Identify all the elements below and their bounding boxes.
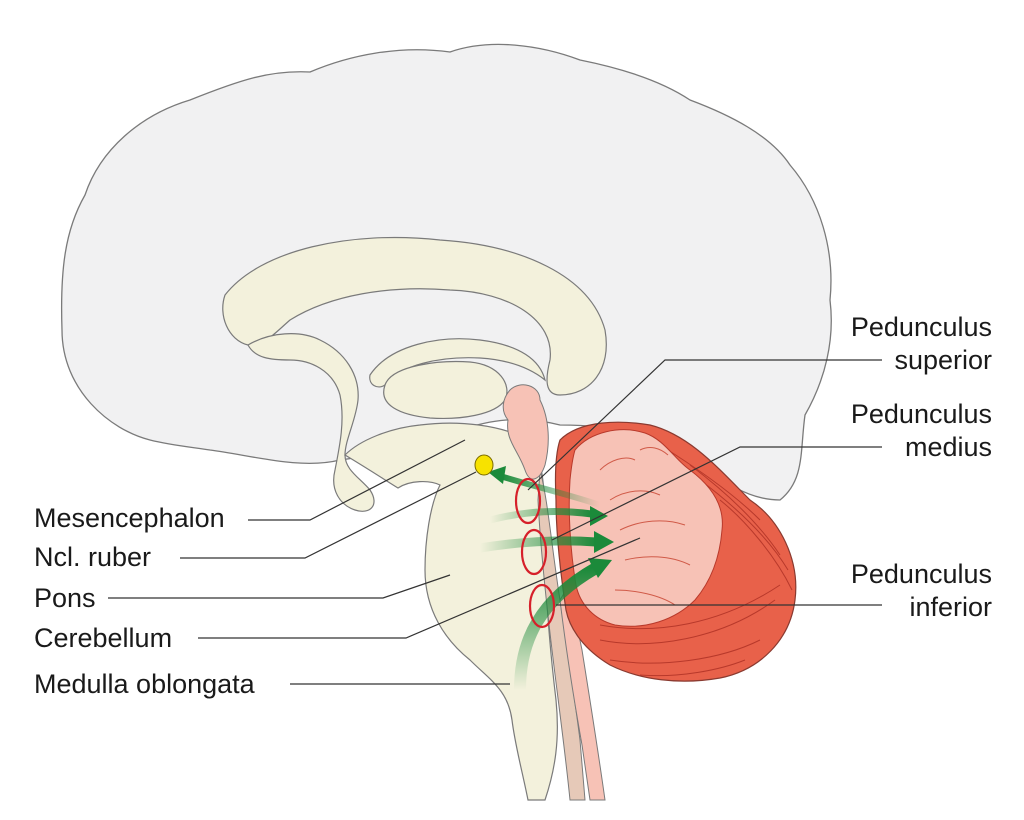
- fibre-arrows: [479, 466, 614, 691]
- upper-fibre-arrowhead: [590, 506, 608, 526]
- label-pedunculus-inferior-line2: inferior: [909, 592, 992, 622]
- label-ncl-ruber: Ncl. ruber: [34, 542, 152, 572]
- upper-fibre-arrow: [489, 508, 593, 524]
- label-pedunculus-superior-line2: superior: [894, 345, 992, 375]
- middle-arrowhead: [594, 531, 614, 553]
- thalamus: [383, 361, 508, 419]
- middle-peduncle-ring: [520, 528, 548, 576]
- label-pedunculus-inferior-line1: Pedunculus: [850, 559, 992, 589]
- label-pedunculus-superior-line1: Pedunculus: [850, 312, 992, 342]
- leader-pons: [108, 574, 451, 599]
- middle-peduncle-arrow: [479, 536, 597, 553]
- tectum: [502, 384, 549, 480]
- label-mesencephalon: Mesencephalon: [34, 503, 225, 533]
- leader-lines: [108, 359, 882, 685]
- fourth-ventricle: [537, 469, 586, 801]
- leader-ncl-ruber: [180, 471, 477, 559]
- label-pedunculus-medius-line2: medius: [904, 432, 992, 462]
- fornix: [247, 333, 375, 512]
- superior-peduncle-ring: [514, 477, 542, 525]
- inferior-peduncle-ring: [528, 583, 556, 629]
- leader-mesencephalon: [248, 439, 466, 521]
- cerebellum-folia: [599, 444, 793, 677]
- leader-cerebellum: [198, 537, 641, 639]
- nucleus-ruber: [474, 454, 494, 476]
- leader-pedunculus-superior: [527, 359, 882, 491]
- superior-arrowhead: [488, 466, 506, 484]
- inferior-arrowhead: [588, 558, 612, 578]
- superior-peduncle-arrow: [499, 473, 601, 508]
- inferior-peduncle-arrow: [514, 562, 599, 691]
- label-pons: Pons: [34, 583, 96, 613]
- corpus-callosum: [222, 236, 607, 396]
- leader-pedunculus-medius: [551, 446, 882, 541]
- label-pedunculus-medius-line1: Pedunculus: [850, 399, 992, 429]
- peduncle-rings: [514, 477, 556, 629]
- arbor-vitae-branches: [599, 447, 691, 606]
- label-medulla-oblongata: Medulla oblongata: [34, 669, 255, 699]
- label-cerebellum: Cerebellum: [34, 623, 173, 653]
